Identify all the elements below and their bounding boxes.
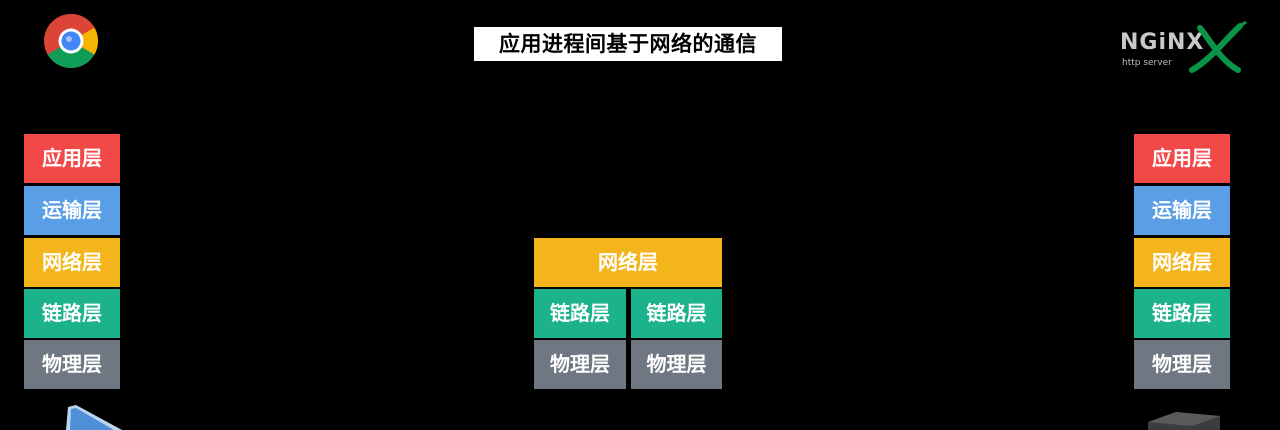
diagram-title: 应用进程间基于网络的通信 xyxy=(474,27,782,61)
router-physical-layer-left: 物理层 xyxy=(534,340,626,389)
client-application-layer: 应用层 xyxy=(24,134,120,183)
client-link-layer: 链路层 xyxy=(24,289,120,338)
server-transport-layer: 运输层 xyxy=(1134,186,1230,235)
server-network-layer: 网络层 xyxy=(1134,238,1230,287)
router-link-layer-right: 链路层 xyxy=(631,289,722,338)
server-physical-layer: 物理层 xyxy=(1134,340,1230,389)
nginx-tagline: http server xyxy=(1122,58,1172,68)
server-icon xyxy=(1148,412,1220,430)
router-physical-layer-right: 物理层 xyxy=(631,340,722,389)
nginx-icon: NGiNX http server xyxy=(1118,20,1250,76)
laptop-icon xyxy=(66,405,122,430)
nginx-wordmark: NGiNX xyxy=(1120,30,1205,55)
chrome-icon xyxy=(44,13,99,69)
client-network-layer: 网络层 xyxy=(24,238,120,287)
client-physical-layer: 物理层 xyxy=(24,340,120,389)
nginx-x-mark xyxy=(1189,20,1247,73)
client-transport-layer: 运输层 xyxy=(24,186,120,235)
router-link-layer-left: 链路层 xyxy=(534,289,626,338)
server-application-layer: 应用层 xyxy=(1134,134,1230,183)
router-network-layer: 网络层 xyxy=(534,238,722,287)
server-link-layer: 链路层 xyxy=(1134,289,1230,338)
